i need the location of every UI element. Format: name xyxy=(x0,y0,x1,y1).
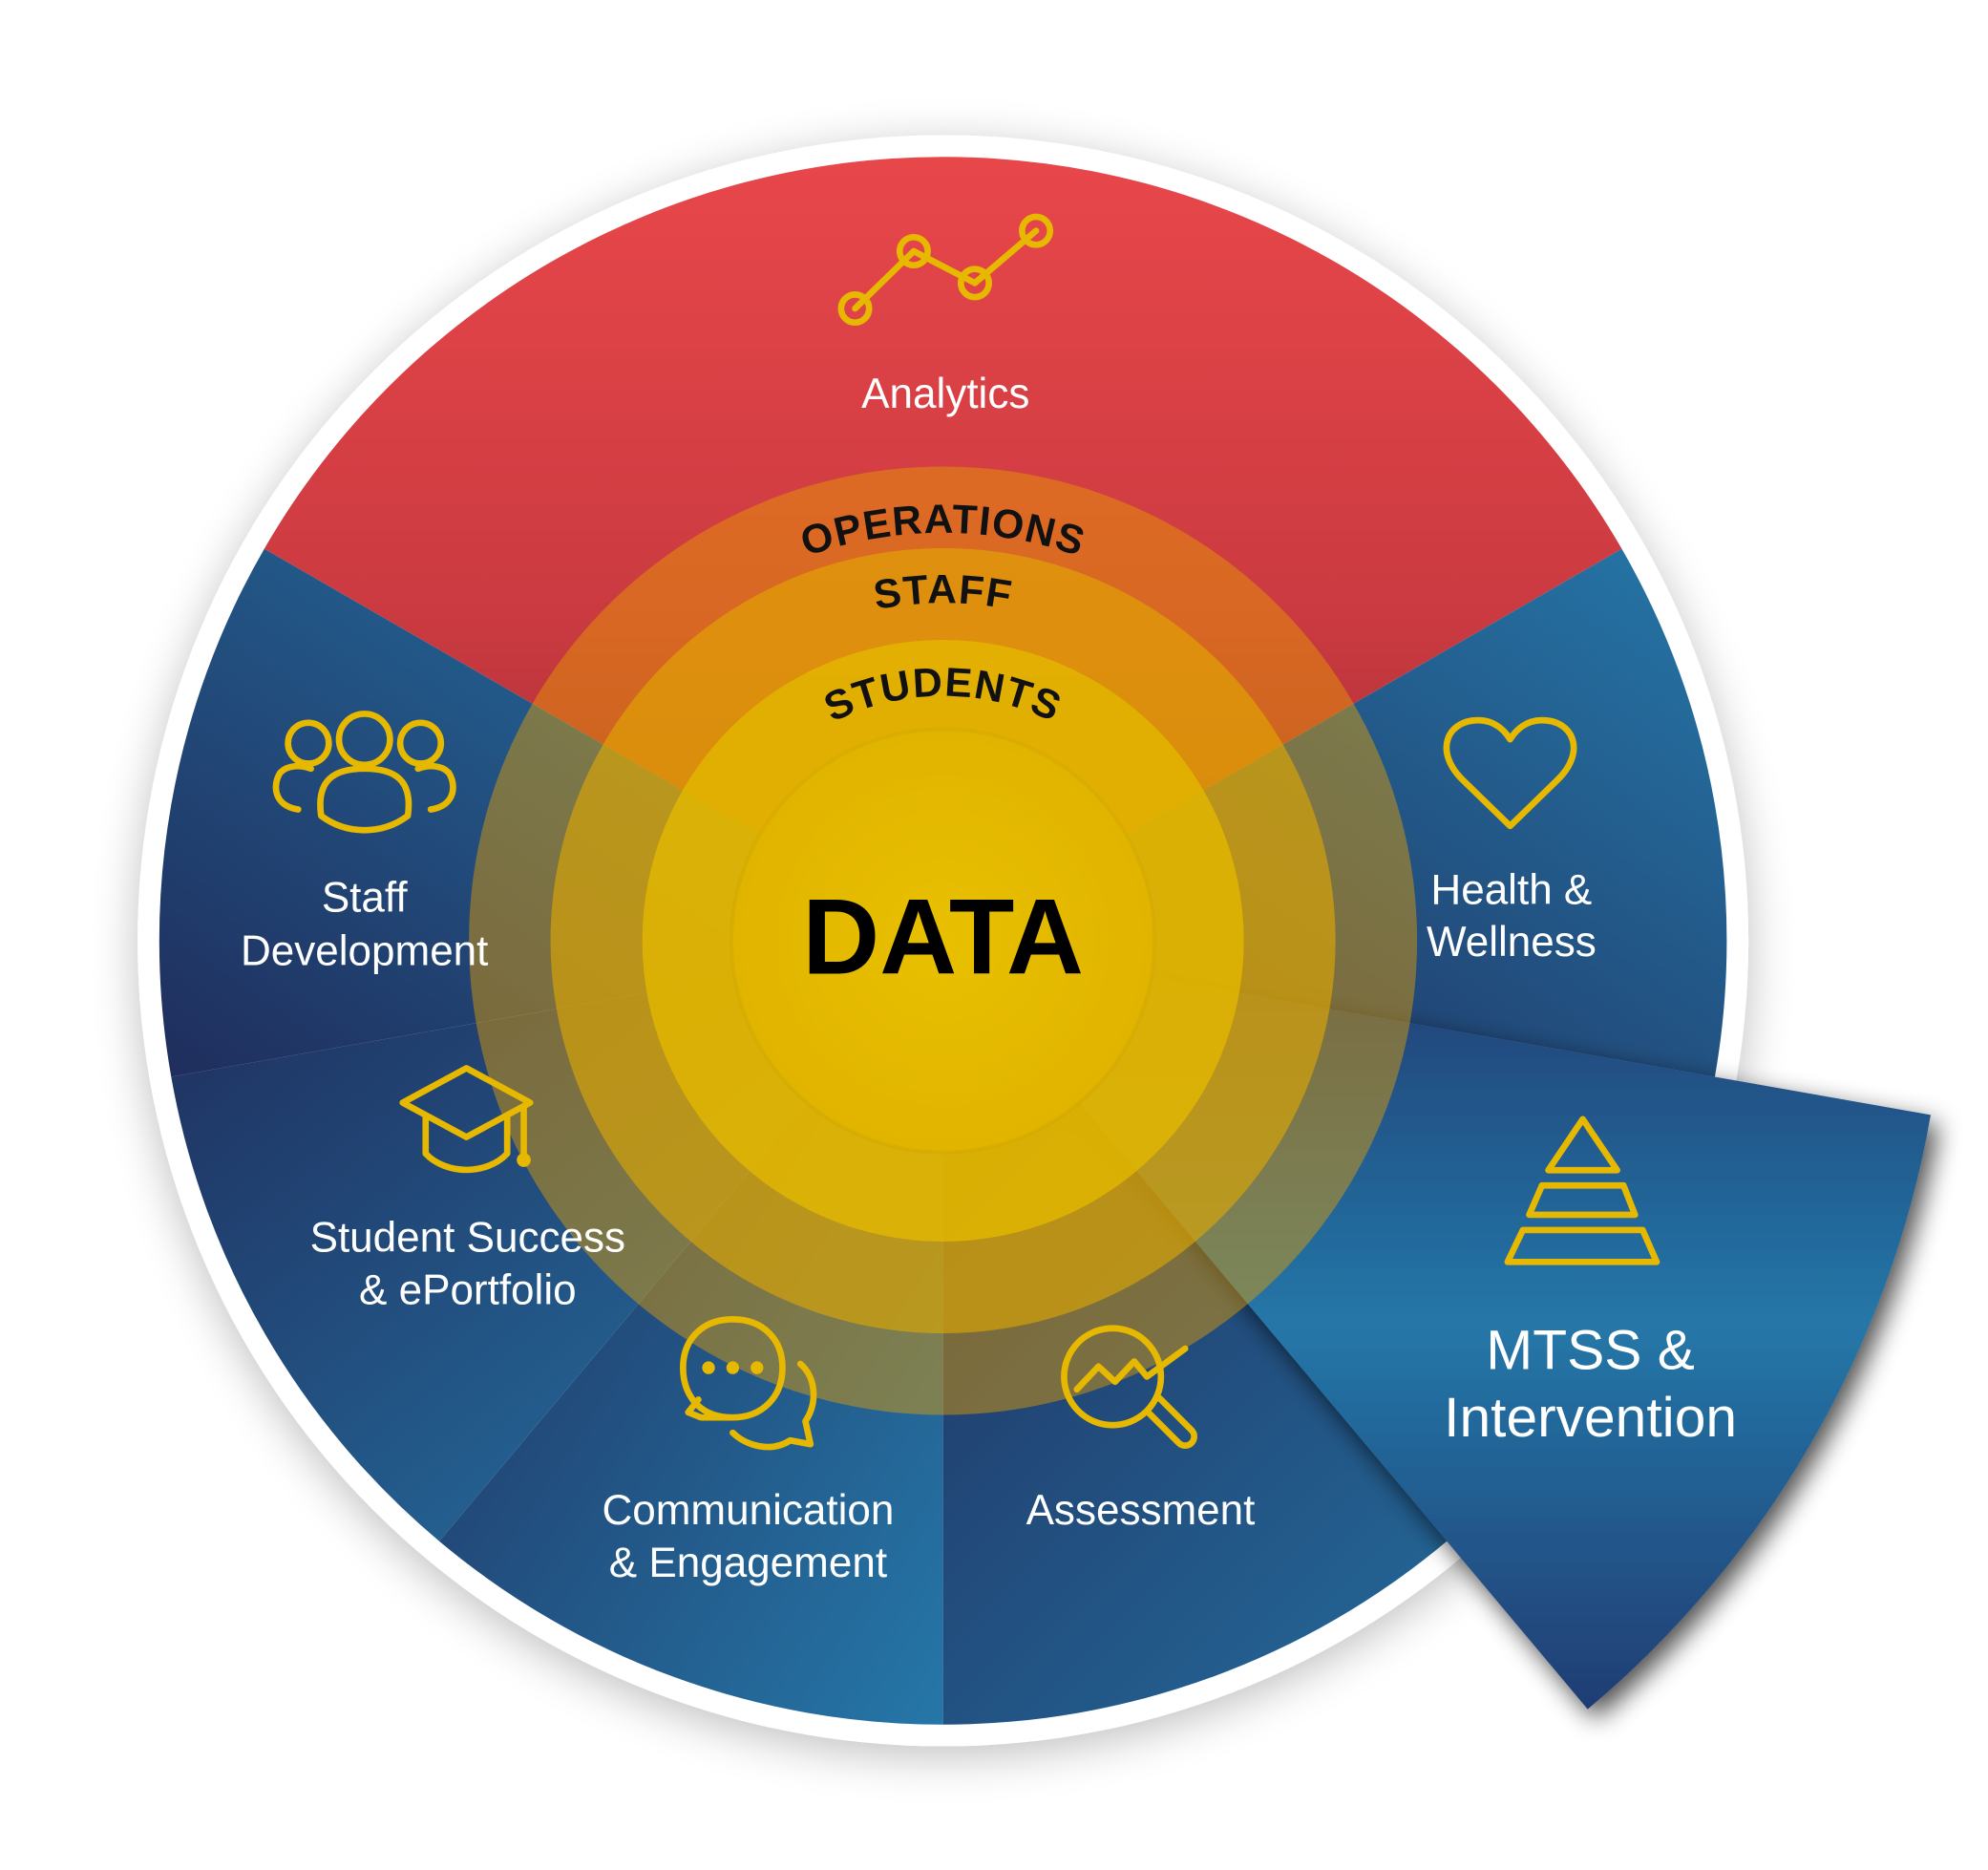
label-mtss-line2: Intervention xyxy=(1444,1387,1737,1449)
pyramid-icon xyxy=(1504,1116,1660,1265)
label-communication-line2: & Engagement xyxy=(609,1540,887,1586)
people-group-icon xyxy=(272,711,456,834)
label-student-success-line2: & ePortfolio xyxy=(359,1266,577,1313)
label-staff-dev-line2: Development xyxy=(241,927,488,974)
label-health-line1: Health & xyxy=(1430,866,1592,913)
graduation-cap-icon xyxy=(399,1065,534,1174)
label-communication-line1: Communication xyxy=(602,1487,894,1534)
magnifier-chart-icon xyxy=(1061,1325,1197,1449)
chat-bubbles-icon xyxy=(680,1316,817,1451)
label-student-success-line1: Student Success xyxy=(310,1215,625,1262)
line-chart-icon xyxy=(837,213,1054,327)
data-core xyxy=(730,727,1157,1155)
ring-label-staff: STAFF xyxy=(871,566,1016,619)
heart-icon xyxy=(1443,716,1577,830)
label-health-line2: Wellness xyxy=(1427,919,1597,966)
label-mtss-line1: MTSS & xyxy=(1486,1319,1695,1381)
center-title: DATA xyxy=(802,878,1084,997)
label-analytics: Analytics xyxy=(861,371,1029,417)
label-assessment: Assessment xyxy=(1026,1487,1256,1534)
label-staff-dev-line1: Staff xyxy=(322,874,409,921)
